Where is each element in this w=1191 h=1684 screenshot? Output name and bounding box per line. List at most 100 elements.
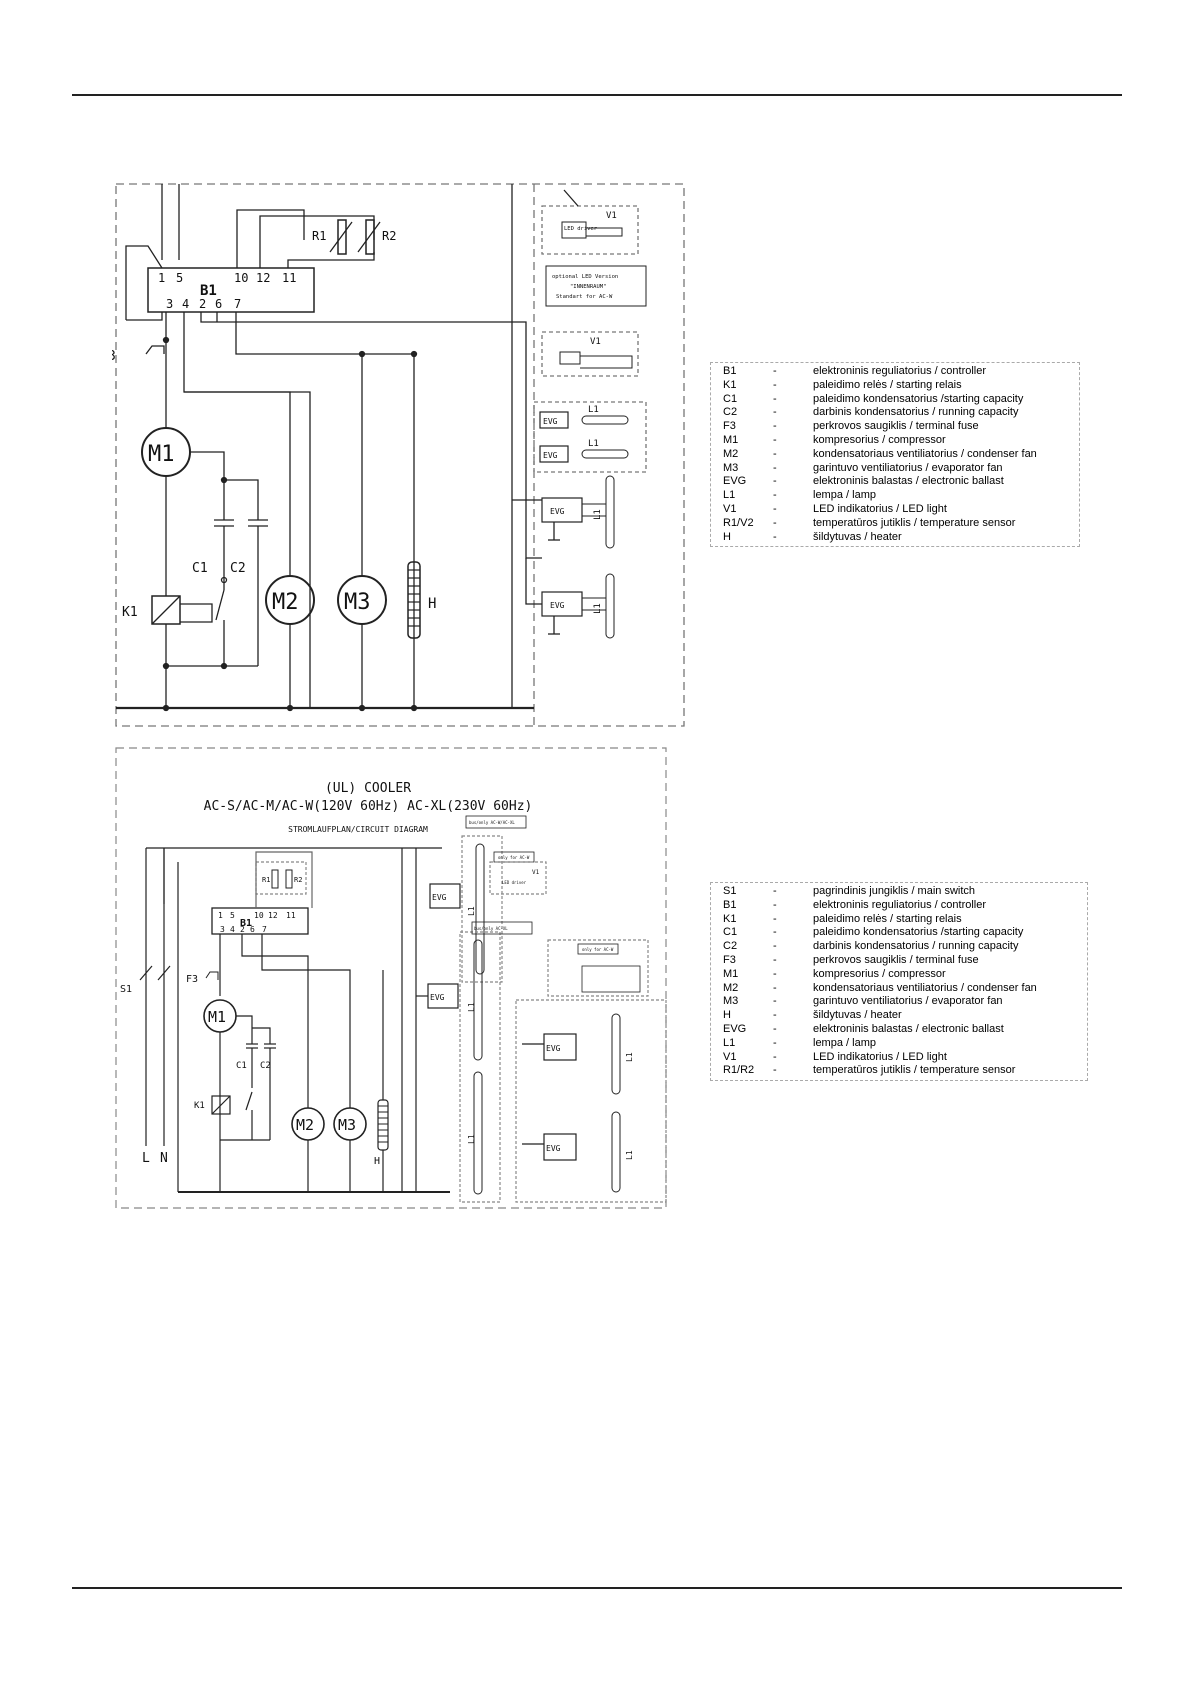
relay-k1-2 [211,1095,231,1115]
circuit-wire [236,209,305,268]
circuit-wire [563,189,579,207]
legend-2-row: M2-kondensatoriaus ventiliatorius / cond… [711,982,1087,996]
lamp-label-middle-a: L1 [467,1002,476,1012]
heater-h-label-2: H [374,1156,380,1167]
diagram-2-border [115,747,667,1209]
legend-dash: - [773,926,777,939]
circuit-wire [358,350,366,358]
legend-2-row: K1-paleidimo relės / starting relais [711,913,1087,927]
legend-desc: paleidimo kondensatorius /starting capac… [813,392,1024,405]
circuit-wire [190,451,225,520]
sensor-r1-2 [271,869,279,889]
diagram-label: only for AC-W [582,947,614,952]
circuit-wire [605,475,615,549]
circuit-wire [581,449,629,459]
legend-code: C1 [723,926,738,939]
legend-dash: - [773,516,777,529]
circuit-wire [533,401,647,473]
switch-s1-label: S1 [120,984,132,995]
v1-label-top: V1 [606,211,617,221]
circuit-wire [241,934,309,1108]
legend-2-row: C1-paleidimo kondensatorius /starting ca… [711,926,1087,940]
legend-desc: elektroninis reguliatorius / controller [813,898,987,911]
circuit-wire [577,943,619,955]
legend-code: C2 [723,940,738,953]
legend-dash: - [773,530,777,543]
capacitor-c2-label-2: C2 [260,1061,271,1071]
circuit-wire [255,851,313,908]
circuit-wire [561,221,587,239]
circuit-wire [252,1027,271,1044]
legend-desc: elektroninis balastas / electronic balla… [813,1022,1004,1035]
terminal-10: 10 [234,271,248,285]
legend-code: M3 [723,995,739,1008]
terminal-6: 6 [215,297,222,311]
diagram-label: 5 [230,911,235,920]
controller-label: B1 [200,283,217,299]
evg-unit-2 [539,445,569,463]
lamp-label-right-1: L1 [625,1052,634,1062]
circuit-wire [126,312,163,321]
circuit-wire [329,221,353,253]
legend-code: B1 [723,365,737,377]
legend-dash: - [773,365,777,377]
lamp-label-right-2: L1 [625,1150,634,1160]
circuit-diagram-1: 1 5 10 12 11 B1 3 4 2 6 7 R1 R2 3 M1 C1 … [112,180,692,732]
diagram-label: 4 [230,925,235,934]
legend-dash: - [773,898,777,911]
legend-dash: - [773,995,777,1008]
legend-code: C1 [723,392,738,405]
legend-code: F3 [723,420,736,433]
circuit-wire [200,312,542,559]
circuit-wire [215,589,225,621]
circuit-wire [220,476,228,484]
diagram-label: 1 [218,911,223,920]
legend-dash: - [773,378,777,391]
led-driver-label-2: LED driver [502,880,527,885]
legend-desc: garintuvo ventiliatorius / evaporator fa… [813,461,1003,474]
circuit-wire [459,931,501,1203]
circuit-wire [410,350,418,358]
legend-1-row: L1-lempa / lamp [711,489,1079,503]
circuit-wire [139,965,153,981]
lamp-label-1: L1 [588,405,599,415]
legend-1-row: M2-kondensatoriaus ventiliatorius / cond… [711,448,1079,462]
legend-code: M2 [723,447,739,460]
motor-m1-label-2: M1 [208,1008,226,1026]
led-driver-block [541,205,639,255]
circuit-wire [586,227,623,237]
circuit-wire [224,479,259,520]
evg-middle-label: EVG [430,993,445,1002]
legend-dash: - [773,1022,777,1035]
evg-unit-4-label: EVG [550,601,565,610]
line-l-label: L [142,1151,150,1166]
legend-code: M3 [723,461,739,474]
legend-dash: - [773,967,777,980]
circuit-wire [151,595,181,625]
legend-1: B1-elektroninis reguliatorius / controll… [710,362,1080,548]
heater-h [407,561,421,639]
legend-2-row: B1-elektroninis reguliatorius / controll… [711,899,1087,913]
legend-1-row: R1/V2-temperatūros jutiklis / temperatur… [711,517,1079,531]
legend-dash: - [773,912,777,925]
circuit-wire [547,939,649,997]
relay-k1-label: K1 [122,605,138,620]
circuit-wire [525,558,542,605]
diagram-1-border [115,183,685,727]
evg-right-1 [543,1033,577,1061]
capacitor-c1-label: C1 [192,561,208,576]
legend-dash: - [773,953,777,966]
terminal-11: 11 [282,271,296,285]
legend-dash: - [773,447,777,460]
evg-unit-2-label: EVG [543,451,558,460]
circuit-wire [287,252,375,268]
circuit-wire [611,1111,621,1193]
terminal-5: 5 [176,271,183,285]
legend-desc: paleidimo relės / starting relais [813,912,962,925]
circuit-wire [559,351,581,365]
legend-dash: - [773,392,777,405]
circuit-wire [473,1071,483,1195]
legend-2-row: F3-perkrovos saugiklis / terminal fuse [711,954,1087,968]
circuit-wire [489,861,547,895]
diagram-label: 2 [240,925,245,934]
